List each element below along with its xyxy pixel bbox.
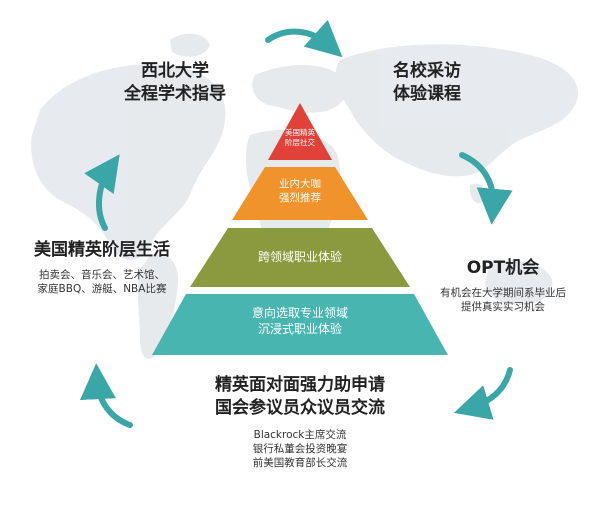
- arrow-right-lower-icon: [453, 367, 513, 420]
- bottom-line1: Blackrock主席交流: [253, 428, 347, 441]
- left-line2: 家庭BBQ、游艇、NBA比赛: [37, 283, 167, 296]
- left-line1: 拍卖会、音乐会、艺术馆、: [39, 268, 165, 281]
- pyramid-tier-3-label: 跨领域职业体验: [220, 250, 380, 266]
- pyramid-tier-4-label: 意向选取专业领域 沉浸式职业体验: [200, 306, 400, 337]
- pyramid-tier-2-line1: 业内大咖: [279, 178, 321, 190]
- bottom-title-2: 国会参议员众议员交流: [215, 397, 385, 418]
- pyramid-tier-4-line1: 意向选取专业领域: [251, 306, 348, 320]
- pyramid-tier-3: [190, 228, 410, 287]
- right-line1: 有机会在大学期间系毕业后: [440, 286, 566, 299]
- top-right-line1: 名校采访: [393, 61, 461, 81]
- pyramid-tier-1-line2: 阶层社交: [285, 137, 315, 147]
- pyramid-tier-2: [232, 167, 368, 220]
- pyramid-tier-3-line1: 跨领域职业体验: [257, 250, 342, 264]
- arrow-left-upper-icon: [84, 154, 120, 231]
- top-right-line2: 体验课程: [393, 83, 461, 104]
- arrow-left-lower-icon: [79, 363, 133, 428]
- pyramid-tier-1-line1: 美国精英: [285, 128, 315, 137]
- pyramid-tier-4: [152, 294, 448, 355]
- pyramid-tier-2-label: 业内大咖 强烈推荐: [258, 178, 342, 205]
- bottom-title-1: 精英面对面强力助申请: [215, 375, 385, 395]
- top-left-line2: 全程学术指导: [124, 83, 226, 104]
- arrow-top-icon: [265, 19, 343, 58]
- pyramid-tier-2-line2: 强烈推荐: [279, 191, 321, 204]
- pyramid-tier-1-label: 美国精英 阶层社交: [276, 128, 324, 148]
- pyramid-tier-4-line2: 沉浸式职业体验: [257, 321, 342, 336]
- right-block: OPT机会 有机会在大学期间系毕业后 提供真实实习机会: [418, 257, 588, 314]
- left-title: 美国精英阶层生活: [34, 240, 170, 260]
- bottom-block: 精英面对面强力助申请 国会参议员众议员交流 Blackrock主席交流 银行私董…: [180, 374, 420, 470]
- left-block: 美国精英阶层生活 拍卖会、音乐会、艺术馆、 家庭BBQ、游艇、NBA比赛: [18, 239, 186, 296]
- top-left-line1: 西北大学: [141, 61, 209, 81]
- top-right-block: 名校采访 体验课程: [352, 60, 502, 106]
- right-line2: 提供真实实习机会: [461, 301, 545, 314]
- pyramid-tier-1: [268, 103, 332, 160]
- pyramid: [152, 103, 448, 355]
- top-left-block: 西北大学 全程学术指导: [100, 60, 250, 106]
- bottom-line3: 前美国教育部长交流: [252, 457, 348, 470]
- right-title: OPT机会: [466, 258, 540, 278]
- bottom-line2: 银行私董会投资晚宴: [252, 443, 348, 456]
- arrow-right-upper-icon: [459, 152, 513, 225]
